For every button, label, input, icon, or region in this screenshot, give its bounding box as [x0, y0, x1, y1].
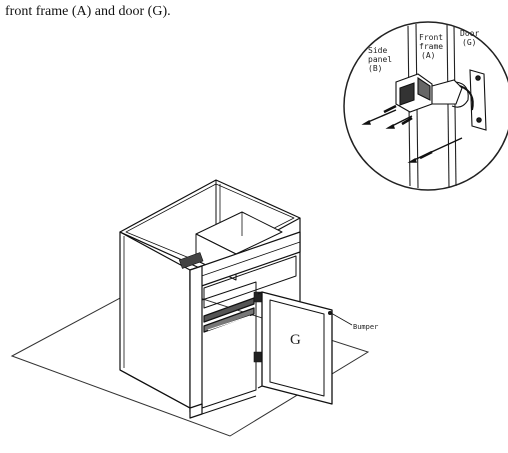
door-letter-label: G — [290, 332, 301, 348]
drawer-slide-icon — [178, 252, 255, 333]
front-frame-label-1: Front — [419, 33, 443, 42]
base-cabinet — [119, 179, 353, 419]
front-frame-label-2: frame — [419, 42, 443, 51]
front-frame-label-3: (A) — [421, 51, 435, 60]
face-frame-left-stile — [189, 265, 203, 413]
bumper-label: Bumper — [353, 323, 378, 331]
side-panel-label-2: panel — [368, 55, 392, 64]
bumper-icon — [328, 311, 333, 316]
hinge-icon — [395, 69, 487, 131]
instruction-caption: front frame (A) and door (G). — [5, 4, 171, 19]
screws-icon — [361, 104, 463, 163]
side-panel-label-3: (B) — [368, 64, 382, 73]
door-label-1: Door — [460, 29, 479, 38]
cabinet-door — [257, 291, 333, 405]
side-panel-label-1: Side — [368, 46, 387, 55]
hinge-detail-callout: Side panel (B) Front frame (A) Door (G) — [343, 21, 508, 191]
door-label-2: (G) — [462, 38, 476, 47]
